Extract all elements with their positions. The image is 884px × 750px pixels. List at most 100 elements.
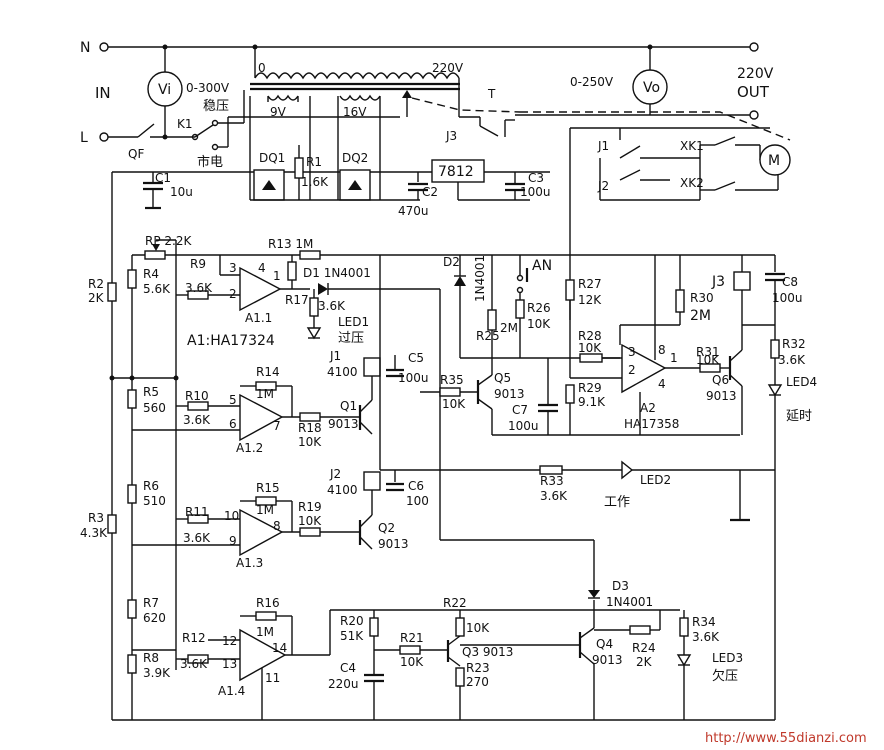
l-label: L	[80, 130, 88, 146]
r34-resistor	[679, 617, 689, 637]
a11-pin2: 2	[229, 287, 237, 301]
r24-value: 2K	[636, 655, 653, 669]
r25-resistor	[487, 309, 497, 331]
mains-label: 市电	[197, 154, 223, 170]
transformer-220v-label: 220V	[432, 61, 464, 75]
r32-label: R32	[782, 337, 806, 351]
r11-value: 3.6K	[183, 531, 211, 545]
r8-resistor	[127, 654, 137, 674]
k1-label: K1	[177, 117, 193, 131]
led3-text: 欠压	[712, 668, 738, 684]
d2-value: 1N4001	[473, 255, 487, 302]
r7-value: 620	[143, 611, 166, 625]
a2-pin1: 1	[670, 351, 678, 365]
transformer-t-label: T	[487, 87, 496, 101]
c7-label: C7	[512, 403, 528, 417]
r31-label: R31	[696, 345, 720, 359]
vi-label: Vi	[158, 82, 171, 98]
a2-pin8: 8	[658, 343, 666, 357]
r19-resistor	[299, 527, 321, 537]
out-voltage-label: 220V	[737, 66, 774, 82]
a2-opamp	[621, 343, 667, 394]
r9-label: R9	[190, 257, 206, 271]
r18-label: R18	[298, 421, 322, 435]
dq1-label: DQ1	[259, 151, 285, 165]
r28-label: R28	[578, 329, 602, 343]
r6-resistor	[127, 484, 137, 504]
r16-label: R16	[256, 596, 280, 610]
r26-label: R26	[527, 301, 551, 315]
r25-value: 2M	[500, 321, 518, 335]
r-bias	[287, 261, 297, 281]
j3-coil	[733, 271, 751, 291]
q1-label: Q1	[340, 399, 357, 413]
a14-pin14: 14	[272, 641, 287, 655]
r24-label: R24	[632, 641, 656, 655]
stab-label: 稳压	[203, 98, 229, 114]
r13-label: R13 1M	[268, 237, 313, 251]
r6-value: 510	[143, 494, 166, 508]
r34-value: 3.6K	[692, 630, 720, 644]
a2-label: A2	[640, 401, 656, 415]
r21-value: 10K	[400, 655, 424, 669]
r2-value: 2K	[88, 291, 105, 305]
r12-label: R12	[182, 631, 206, 645]
j1-contact	[619, 145, 641, 159]
r5-resistor	[127, 389, 137, 409]
out-terminal-l	[749, 110, 759, 120]
d1-label: D1 1N4001	[303, 266, 371, 280]
r4-value: 5.6K	[143, 282, 171, 296]
a13-pin10: 10	[224, 509, 239, 523]
r10-value: 3.6K	[183, 413, 211, 427]
led3-label: LED3	[712, 651, 743, 665]
c1-value: 10u	[170, 185, 193, 199]
r31-value: 10K	[696, 353, 720, 367]
r1-label: R1	[306, 155, 322, 169]
dq2-label: DQ2	[342, 151, 368, 165]
r5-value: 560	[143, 401, 166, 415]
r4-resistor	[127, 269, 137, 289]
r2-label: R2	[88, 277, 104, 291]
a12-pin7: 7	[273, 419, 281, 433]
out-label: OUT	[737, 83, 770, 101]
qf-label: QF	[128, 147, 144, 161]
r4-label: R4	[143, 267, 159, 281]
r10-label: R10	[185, 389, 209, 403]
j3-contact	[479, 125, 499, 137]
r27-resistor	[565, 279, 575, 301]
r26-resistor	[515, 299, 525, 319]
q5-value: 9013	[494, 387, 525, 401]
j2-contact	[619, 169, 641, 181]
led1-label: LED1	[338, 315, 369, 329]
qf-breaker	[137, 123, 155, 138]
a2-pin3: 3	[628, 345, 636, 359]
r29-label: R29	[578, 381, 602, 395]
r22-label: R22	[443, 596, 467, 610]
a11-pin4: 4	[258, 261, 266, 275]
r29-value: 9.1K	[578, 395, 606, 409]
r30-resistor	[675, 289, 685, 313]
xk1-contact	[714, 136, 736, 146]
r29-resistor	[565, 384, 575, 404]
vi-range-label: 0-300V	[186, 81, 230, 95]
a14-pin11: 11	[265, 671, 280, 685]
led2-text: 工作	[604, 495, 630, 510]
xk2-label: XK2	[680, 176, 704, 190]
r24-resistor	[629, 625, 651, 635]
r3-resistor	[107, 514, 117, 534]
q2-label: Q2	[378, 521, 395, 535]
r14-value: 1M	[256, 387, 274, 401]
led4-text: 延时	[786, 409, 812, 424]
a1-3-opamp	[239, 508, 284, 557]
a12-pin5: 5	[229, 393, 237, 407]
d3-value: 1N4001	[606, 595, 653, 609]
q3-label: Q3 9013	[462, 645, 513, 659]
c4-label: C4	[340, 661, 356, 675]
r16-value: 1M	[256, 625, 274, 639]
r19-label: R19	[298, 500, 322, 514]
r15-label: R15	[256, 481, 280, 495]
q4-label: Q4	[596, 637, 613, 651]
r22-value: 10K	[466, 621, 490, 635]
